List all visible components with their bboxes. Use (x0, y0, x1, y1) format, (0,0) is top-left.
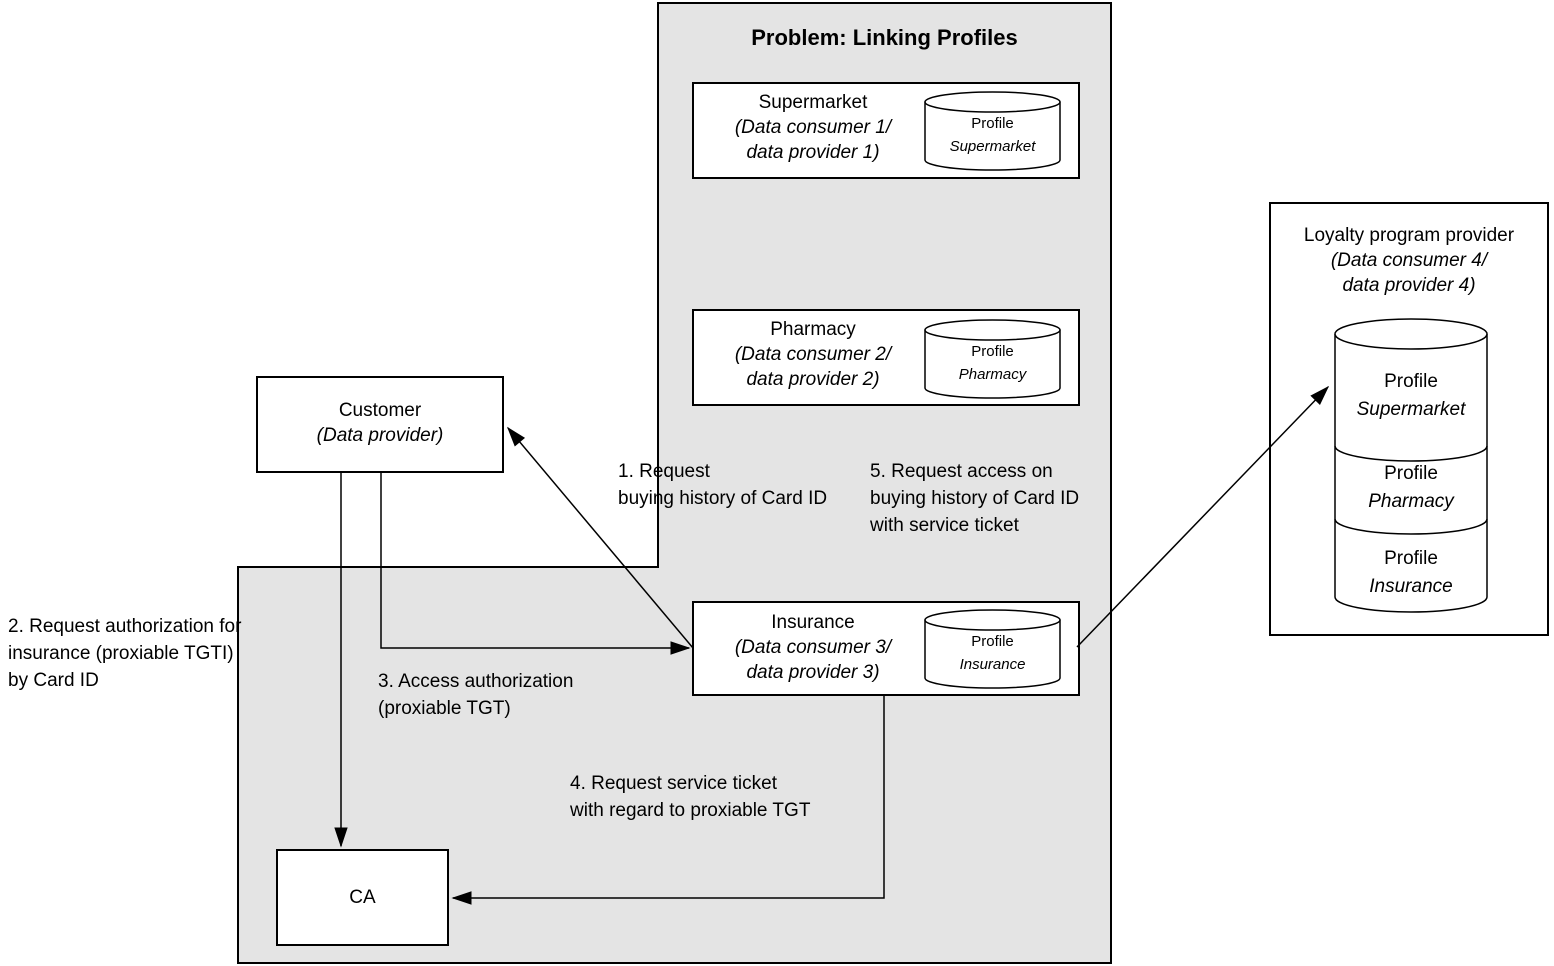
edge-label-1: 1. Request buying history of Card ID (618, 458, 827, 512)
loyalty-db-cylinder (1334, 318, 1488, 613)
insurance-sub-1: (Data consumer 3/ (734, 637, 892, 658)
loyalty-db-insurance-label: Profile Insurance (1335, 545, 1487, 601)
node-supermarket-label: Supermarket (Data consumer 1/ data provi… (693, 90, 933, 165)
edge-label-3-line-1: 3. Access authorization (378, 671, 574, 692)
loyalty-db-insurance-line-1: Profile (1384, 548, 1438, 569)
loyalty-db-pharmacy-line-1: Profile (1384, 463, 1438, 484)
insurance-db-cylinder (924, 609, 1061, 689)
edge-label-4-line-1: 4. Request service ticket (570, 773, 777, 794)
customer-sub-1: (Data provider) (316, 425, 444, 446)
edge-label-5-line-2: buying history of Card ID (870, 488, 1080, 509)
edge-5-request-access-line (1076, 385, 1330, 648)
loyalty-db-supermarket-line-2: Supermarket (1356, 399, 1466, 420)
loyalty-db-insurance-line-2: Insurance (1369, 576, 1453, 597)
node-customer-box (256, 376, 504, 473)
supermarket-db-cylinder (924, 91, 1061, 171)
pharmacy-db-line-1: Profile (971, 343, 1014, 360)
customer-name: Customer (338, 400, 422, 421)
edge-4-request-service-ticket-line (451, 696, 885, 905)
edge-label-5: 5. Request access on buying history of C… (870, 458, 1079, 539)
edge-label-1-line-1: 1. Request (618, 461, 710, 482)
supermarket-sub-1: (Data consumer 1/ (734, 117, 892, 138)
supermarket-sub-2: data provider 1) (746, 142, 880, 163)
edge-label-2-line-1: 2. Request authorization for (8, 616, 242, 637)
loyalty-db-pharmacy-line-2: Pharmacy (1368, 491, 1454, 512)
edge-label-3: 3. Access authorization (proxiable TGT) (378, 668, 573, 722)
edge-label-2-line-2: insurance (proxiable TGTI) (8, 643, 234, 664)
node-ca-label: CA (277, 885, 448, 910)
loyalty-name: Loyalty program provider (1303, 225, 1515, 246)
problem-container-shape (237, 2, 1112, 964)
pharmacy-db-line-2: Pharmacy (958, 366, 1027, 383)
diagram-title: Problem: Linking Profiles (751, 25, 1018, 50)
ca-name: CA (349, 887, 376, 908)
supermarket-db-label: Profile Supermarket (925, 112, 1060, 158)
pharmacy-name: Pharmacy (770, 319, 856, 340)
edge-3-access-authorization-line (380, 473, 691, 655)
pharmacy-sub-1: (Data consumer 2/ (734, 344, 892, 365)
edge-label-1-line-2: buying history of Card ID (618, 488, 828, 509)
edge-label-2: 2. Request authorization for insurance (… (8, 613, 241, 694)
insurance-db-line-1: Profile (971, 633, 1014, 650)
pharmacy-db-cylinder (924, 319, 1061, 399)
pharmacy-sub-2: data provider 2) (746, 369, 880, 390)
node-pharmacy-label: Pharmacy (Data consumer 2/ data provider… (693, 317, 933, 392)
node-customer-label: Customer (Data provider) (257, 398, 503, 448)
insurance-db-label: Profile Insurance (925, 630, 1060, 676)
loyalty-db-supermarket-label: Profile Supermarket (1335, 368, 1487, 424)
edge-1-request-buying-history-line (506, 426, 694, 649)
edge-label-5-line-1: 5. Request access on (870, 461, 1053, 482)
edge-label-4: 4. Request service ticket with regard to… (570, 770, 810, 824)
loyalty-db-supermarket-line-1: Profile (1384, 371, 1438, 392)
supermarket-db-line-2: Supermarket (949, 138, 1036, 155)
node-loyalty-label: Loyalty program provider (Data consumer … (1270, 223, 1548, 298)
edge-label-2-line-3: by Card ID (8, 670, 99, 691)
insurance-name: Insurance (771, 612, 855, 633)
loyalty-db-pharmacy-label: Profile Pharmacy (1335, 460, 1487, 516)
edge-label-3-line-2: (proxiable TGT) (378, 698, 511, 719)
insurance-db-line-2: Insurance (959, 656, 1026, 673)
edge-label-4-line-2: with regard to proxiable TGT (570, 800, 811, 821)
edge-label-5-line-3: with service ticket (870, 515, 1019, 536)
insurance-sub-2: data provider 3) (746, 662, 880, 683)
loyalty-sub-2: data provider 4) (1342, 275, 1476, 296)
node-insurance-label: Insurance (Data consumer 3/ data provide… (693, 610, 933, 685)
supermarket-db-line-1: Profile (971, 115, 1014, 132)
supermarket-name: Supermarket (758, 92, 868, 113)
loyalty-sub-1: (Data consumer 4/ (1330, 250, 1488, 271)
pharmacy-db-label: Profile Pharmacy (925, 340, 1060, 386)
node-ca-box (276, 849, 449, 946)
